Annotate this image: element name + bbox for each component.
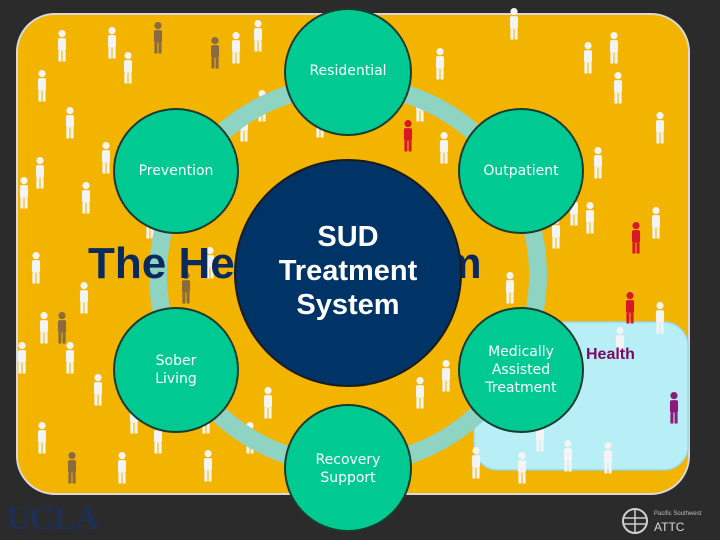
ucla-logo: UCLA bbox=[6, 500, 99, 537]
center-node bbox=[234, 159, 462, 387]
label-prevention: Prevention bbox=[138, 163, 214, 179]
node-recovery-support bbox=[284, 404, 412, 532]
node-sober-living bbox=[113, 307, 239, 433]
label-mat: Medically Assisted Treatment bbox=[485, 344, 557, 396]
node-outpatient bbox=[458, 108, 584, 234]
center-label: SUD Treatment System bbox=[278, 221, 418, 321]
attc-subtitle: Pacific Southwest bbox=[654, 511, 702, 517]
node-residential bbox=[284, 8, 412, 136]
attc-globe-icon bbox=[622, 508, 648, 534]
node-prevention bbox=[113, 108, 239, 234]
label-recovery-support: Recovery Support bbox=[315, 452, 381, 486]
label-outpatient: Outpatient bbox=[483, 163, 559, 179]
node-mat bbox=[458, 307, 584, 433]
attc-logo: ATTC bbox=[654, 520, 685, 534]
label-residential: Residential bbox=[309, 63, 387, 79]
label-sober-living: Sober Living bbox=[155, 353, 197, 387]
health-label: Health bbox=[586, 346, 635, 363]
